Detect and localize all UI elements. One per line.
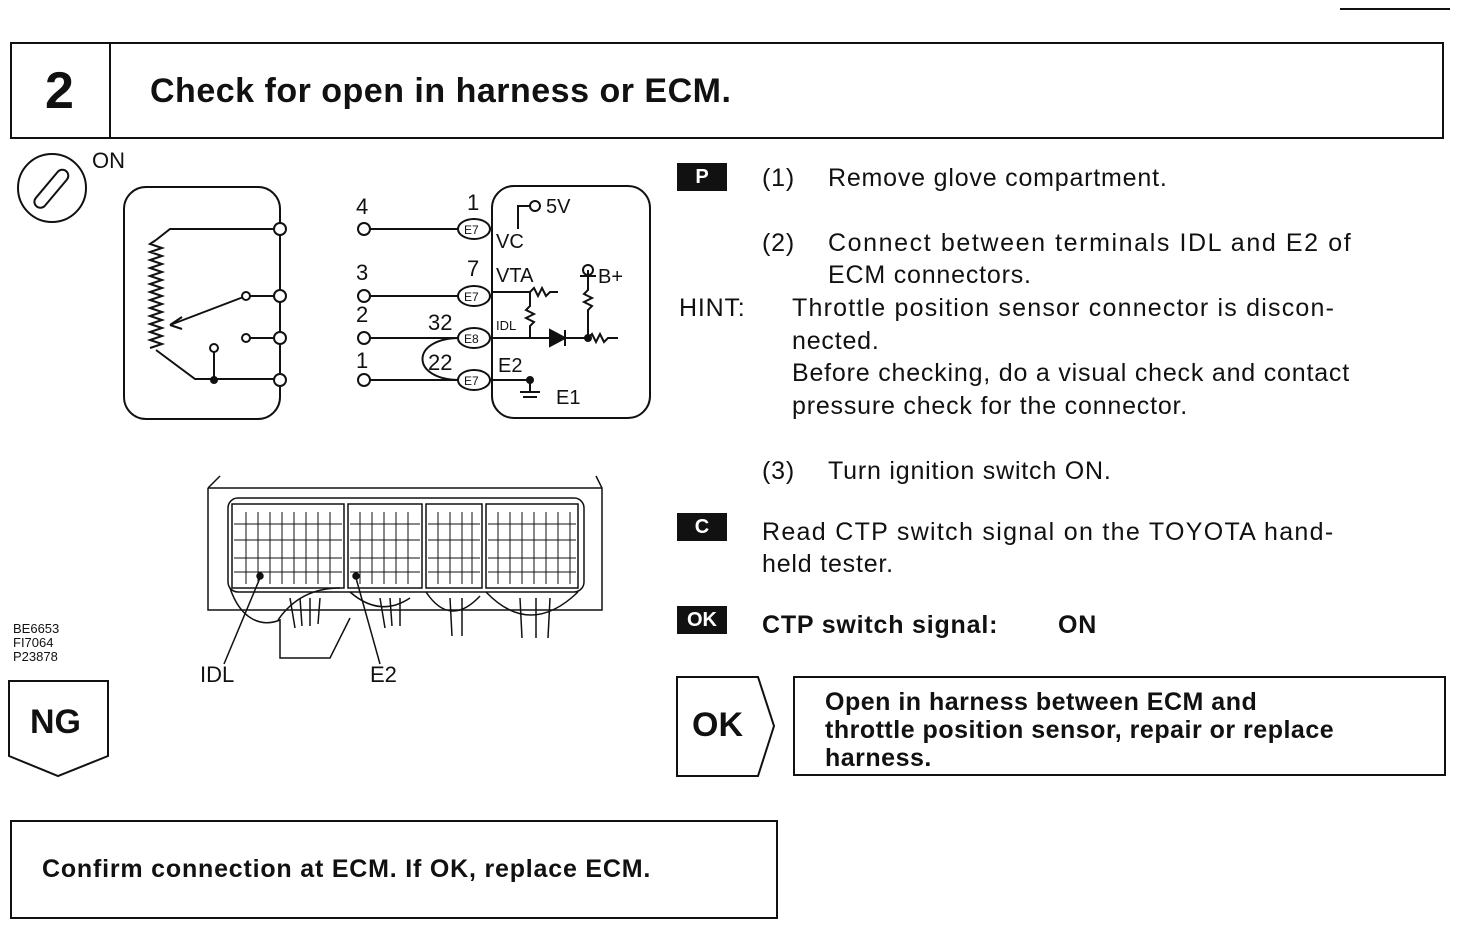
ok-line2: throttle position sensor, repair or repl…: [825, 716, 1335, 744]
step-title: Check for open in harness or ECM.: [150, 72, 732, 110]
ok-arrow-shape: [676, 676, 776, 777]
svg-text:2: 2: [356, 302, 368, 327]
step2-line2: ECM connectors.: [828, 261, 1032, 289]
ok-spec-tag: OK: [677, 606, 727, 634]
step2-num: (2): [762, 229, 795, 257]
hint-line4: pressure check for the connector.: [792, 392, 1189, 420]
step-number: 2: [10, 42, 111, 139]
svg-text:IDL: IDL: [496, 318, 516, 333]
svg-text:E7: E7: [464, 374, 479, 388]
ecm-box: [491, 185, 651, 419]
ecm-connector-drawing: IDL E2: [200, 475, 603, 687]
svg-text:B+: B+: [598, 266, 623, 288]
ok-result-box: Open in harness between ECM and throttle…: [793, 676, 1446, 776]
svg-text:E7: E7: [464, 223, 479, 237]
svg-text:VC: VC: [496, 231, 524, 253]
ng-text: Confirm connection at ECM. If OK, replac…: [42, 855, 652, 883]
svg-text:7: 7: [467, 256, 479, 281]
svg-text:1: 1: [467, 190, 479, 215]
ok-line1: Open in harness between ECM and: [825, 688, 1258, 716]
svg-text:32: 32: [428, 310, 452, 335]
svg-text:5V: 5V: [546, 196, 571, 218]
svg-text:4: 4: [356, 194, 368, 219]
svg-text:3: 3: [356, 260, 368, 285]
hint-label: HINT:: [679, 294, 746, 322]
ng-label: NG: [30, 703, 81, 741]
svg-text:VTA: VTA: [496, 265, 534, 287]
check-tag: C: [677, 513, 727, 541]
spec-value: ON: [1058, 611, 1098, 639]
svg-text:E1: E1: [556, 387, 580, 409]
hint-line2: nected.: [792, 327, 880, 355]
figure-ids: BE6653 FI7064 P23878: [13, 621, 60, 664]
step-header-box: [10, 42, 1444, 139]
spec-label: CTP switch signal:: [762, 611, 999, 639]
step3-num: (3): [762, 457, 795, 485]
step1-text: Remove glove compartment.: [828, 164, 1168, 192]
ng-result-box: Confirm connection at ECM. If OK, replac…: [10, 820, 778, 919]
ok-label: OK: [692, 706, 743, 744]
hint-line1: Throttle position sensor connector is di…: [792, 294, 1336, 322]
svg-text:E2: E2: [498, 355, 522, 377]
throttle-sensor-box: [123, 186, 281, 420]
ng-arrow-shape: [8, 680, 109, 778]
ok-line3: harness.: [825, 744, 932, 772]
e2-connector-label: E2: [370, 662, 397, 687]
svg-text:22: 22: [428, 350, 452, 375]
svg-text:E8: E8: [464, 332, 479, 346]
svg-text:E7: E7: [464, 290, 479, 304]
procedure-tag: P: [677, 163, 727, 191]
step2-line1: Connect between terminals IDL and E2 of: [828, 229, 1353, 257]
idl-connector-label: IDL: [200, 662, 234, 687]
step1-num: (1): [762, 164, 795, 192]
ignition-on-label: ON: [92, 148, 125, 173]
step3-text: Turn ignition switch ON.: [828, 457, 1112, 485]
check-line2: held tester.: [762, 550, 894, 578]
circuit-diagram: ON 4 3 2 1 1 7 32 22 E7 E7 E8 E7 VC VTA …: [17, 148, 651, 420]
hint-line3: Before checking, do a visual check and c…: [792, 359, 1350, 387]
top-rule: [1340, 8, 1450, 10]
check-line1: Read CTP switch signal on the TOYOTA han…: [762, 518, 1335, 546]
ignition-key-icon: [17, 153, 87, 223]
svg-text:1: 1: [356, 348, 368, 373]
